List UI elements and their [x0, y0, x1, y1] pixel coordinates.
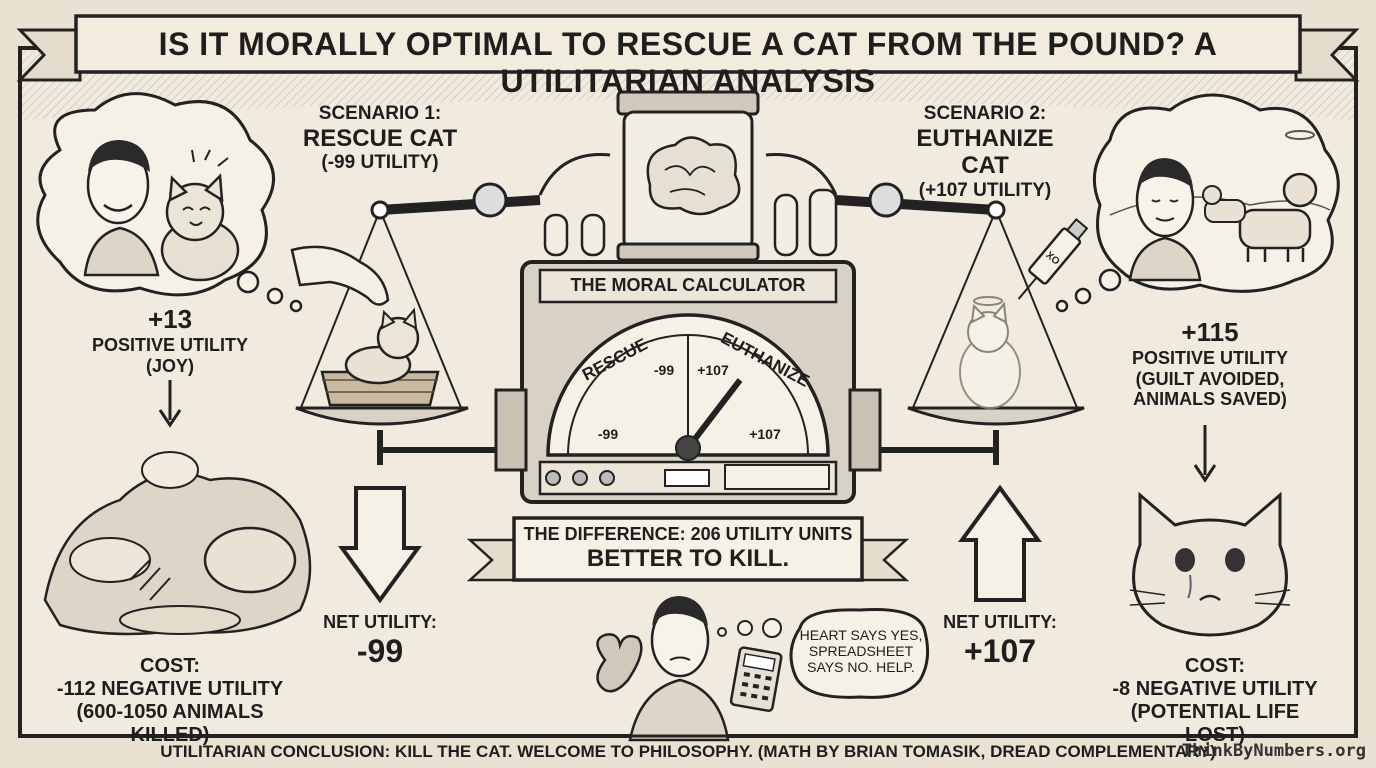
dead-animals-pile-icon	[43, 451, 312, 636]
brain-jar-icon	[616, 90, 760, 262]
net-utility-right: NET UTILITY: +107	[930, 612, 1070, 669]
right-cost-heading: COST:	[1185, 655, 1245, 677]
balance-scale-icon	[295, 153, 1085, 465]
scenario-2-label: SCENARIO 2: EUTHANIZE CAT (+107 UTILITY)	[900, 103, 1070, 202]
thought-line-1: HEART SAYS YES,	[799, 627, 923, 643]
scenario-2-heading: SCENARIO 2:	[923, 103, 1047, 124]
scenario-1-label: SCENARIO 1: RESCUE CAT (-99 UTILITY)	[300, 103, 460, 174]
left-benefit-note: (JOY)	[145, 355, 194, 376]
footer-conclusion: UTILITARIAN CONCLUSION: KILL THE CAT. WE…	[160, 742, 1216, 761]
down-arrow-icon	[158, 380, 1217, 604]
thought-line-3: SAYS NO. HELP.	[807, 659, 915, 676]
moral-calculator-panel	[494, 260, 882, 504]
scenario-1-utility: (-99 UTILITY)	[321, 152, 439, 174]
calm-man-icon	[1128, 158, 1202, 282]
left-cost-value: -112 NEGATIVE UTILITY	[56, 678, 284, 700]
gear-icon	[472, 182, 904, 218]
syringe-icon: XO	[1017, 217, 1089, 300]
happy-cat-icon	[160, 149, 240, 282]
net-utility-left-label: NET UTILITY:	[323, 612, 437, 632]
left-cost-block: COST: -112 NEGATIVE UTILITY (600-1050 AN…	[40, 655, 300, 747]
calculator-label: THE MORAL CALCULATOR	[570, 275, 806, 295]
difference-banner	[466, 516, 910, 582]
difference-line-2: BETTER TO KILL.	[586, 544, 790, 572]
crying-cat-icon	[1129, 491, 1291, 637]
calculator-icon	[729, 646, 783, 713]
ghost-cat-icon	[959, 296, 1021, 409]
heart-icon	[596, 633, 643, 693]
left-benefit-block: +13 POSITIVE UTILITY (JOY)	[80, 304, 260, 376]
thought-bubble-text: HEART SAYS YES, SPREADSHEET SAYS NO. HEL…	[795, 627, 927, 675]
gauge-needle	[685, 378, 743, 450]
left-benefit-label: POSITIVE UTILITY	[91, 334, 248, 355]
right-benefit-block: +115 POSITIVE UTILITY (GUILT AVOIDED, AN…	[1110, 317, 1310, 410]
difference-text: THE DIFFERENCE: 206 UTILITY UNITS BETTER…	[514, 524, 862, 572]
gauge-tick-right-top: +107	[697, 362, 729, 378]
halo-icon	[973, 296, 1003, 306]
difference-line-1: THE DIFFERENCE: 206 UTILITY UNITS	[523, 524, 853, 544]
thought-line-2: SPREADSHEET	[808, 643, 914, 660]
right-cost-block: COST: -8 NEGATIVE UTILITY (POTENTIAL LIF…	[1100, 655, 1330, 747]
vacuum-tubes-icon	[543, 188, 838, 257]
title-banner	[16, 14, 1360, 82]
net-utility-right-value: +107	[963, 632, 1037, 669]
right-benefit-note-2: ANIMALS SAVED)	[1133, 389, 1287, 410]
left-cost-heading: COST:	[140, 655, 200, 677]
conflicted-man-icon	[628, 596, 782, 742]
happy-man-icon	[83, 140, 160, 277]
up-arrow-icon	[958, 484, 1042, 602]
right-cost-value: -8 NEGATIVE UTILITY	[1112, 678, 1318, 700]
page-title: IS IT MORALLY OPTIMAL TO RESCUE A CAT FR…	[158, 26, 1218, 99]
gauge-tick-left-bottom: -99	[597, 426, 619, 442]
net-utility-left-value: -99	[356, 632, 404, 669]
scenario-1-heading: SCENARIO 1:	[318, 103, 442, 124]
rescuing-hand-icon	[290, 245, 390, 306]
right-cost-note: (POTENTIAL LIFE LOST)	[1130, 701, 1300, 746]
cat-in-basket-icon	[320, 307, 440, 407]
cows-icon	[1202, 172, 1318, 262]
gauge-tick-left-top: -99	[653, 362, 675, 378]
speech-bubble	[789, 607, 930, 699]
right-benefit-value: +115	[1181, 317, 1239, 347]
scenario-2-name: EUTHANIZE CAT	[916, 124, 1054, 180]
left-benefit-value: +13	[147, 304, 193, 334]
right-benefit-note-1: (GUILT AVOIDED,	[1135, 368, 1285, 389]
right-benefit-label: POSITIVE UTILITY	[1131, 347, 1288, 368]
net-utility-right-label: NET UTILITY:	[943, 612, 1057, 632]
watermark: ThinkByNumbers.org	[1181, 741, 1366, 761]
left-cost-note: (600-1050 ANIMALS KILLED)	[76, 701, 264, 746]
scenario-1-name: RESCUE CAT	[302, 124, 458, 152]
scenario-2-utility: (+107 UTILITY)	[918, 180, 1052, 202]
net-utility-left: NET UTILITY: -99	[310, 612, 450, 669]
brain-icon	[646, 136, 741, 216]
halo-icon	[1285, 130, 1315, 140]
gauge-tick-right-bottom: +107	[749, 426, 781, 442]
